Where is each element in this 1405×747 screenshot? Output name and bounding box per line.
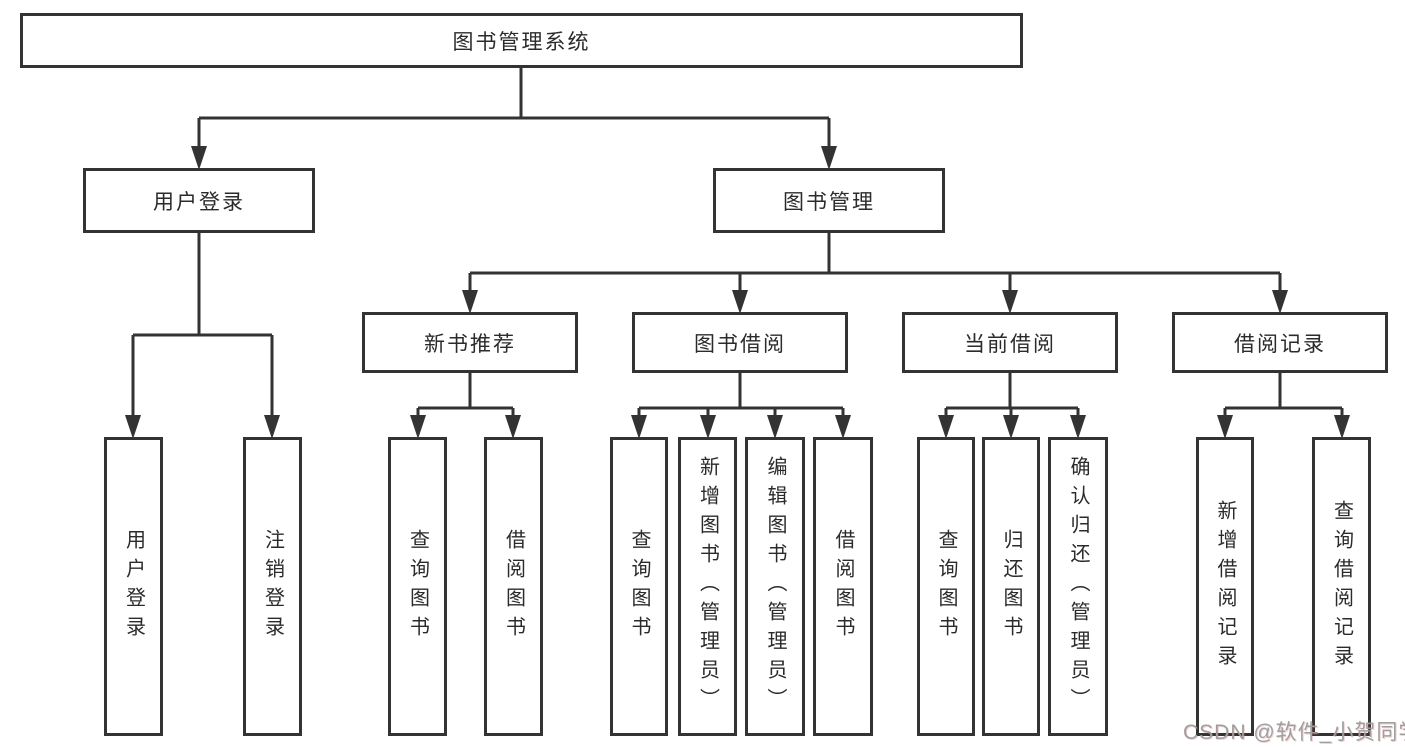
node-label: 编辑图书（管理员） xyxy=(764,456,786,717)
node-label: 归还图书 xyxy=(1000,528,1022,645)
node-label: 用户登录 xyxy=(153,190,245,214)
node-user-login: 用户登录 xyxy=(83,168,315,233)
node-label: 查询图书 xyxy=(406,528,429,645)
leaf-borrow-books-1: 借阅图书 xyxy=(484,437,543,736)
node-label: 借阅图书 xyxy=(832,528,854,645)
node-current-borrowing: 当前借阅 xyxy=(902,312,1118,373)
node-label: 借阅图书 xyxy=(502,528,525,645)
node-book-borrowing: 图书借阅 xyxy=(632,312,848,373)
arrowheads xyxy=(125,146,1350,439)
node-book-management: 图书管理 xyxy=(713,168,945,233)
leaf-query-borrow-record: 查询借阅记录 xyxy=(1312,437,1371,736)
node-library-system: 图书管理系统 xyxy=(20,13,1023,68)
node-label: 图书管理系统 xyxy=(452,30,591,54)
node-label: 新增图书（管理员） xyxy=(696,456,719,717)
node-label: 新书推荐 xyxy=(424,332,516,356)
node-new-book-recommend: 新书推荐 xyxy=(362,312,578,373)
node-label: 查询借阅记录 xyxy=(1330,499,1353,674)
node-label: 用户登录 xyxy=(122,528,145,645)
node-label: 确认归还（管理员） xyxy=(1067,456,1089,717)
leaf-query-books-3: 查询图书 xyxy=(917,437,975,736)
leaf-query-books-1: 查询图书 xyxy=(388,437,447,736)
node-label: 图书借阅 xyxy=(694,332,786,356)
node-label: 查询图书 xyxy=(628,528,650,645)
node-label: 注销登录 xyxy=(261,528,284,645)
node-label: 当前借阅 xyxy=(964,332,1056,356)
node-label: 借阅记录 xyxy=(1234,332,1326,356)
leaf-user-login: 用户登录 xyxy=(104,437,163,736)
leaf-edit-books-admin: 编辑图书（管理员） xyxy=(745,437,805,736)
leaf-logout: 注销登录 xyxy=(243,437,302,736)
csdn-watermark: CSDN @软件_小贺同学 xyxy=(1183,721,1405,744)
leaf-borrow-books-2: 借阅图书 xyxy=(813,437,873,736)
node-borrowing-records: 借阅记录 xyxy=(1172,312,1388,373)
node-label: 图书管理 xyxy=(783,190,875,214)
leaf-return-books: 归还图书 xyxy=(982,437,1040,736)
leaf-add-borrow-record: 新增借阅记录 xyxy=(1196,437,1254,736)
leaf-add-books-admin: 新增图书（管理员） xyxy=(678,437,737,736)
node-label: 新增借阅记录 xyxy=(1214,499,1236,674)
node-label: 查询图书 xyxy=(935,528,957,645)
leaf-confirm-return-admin: 确认归还（管理员） xyxy=(1048,437,1108,736)
leaf-query-books-2: 查询图书 xyxy=(610,437,668,736)
